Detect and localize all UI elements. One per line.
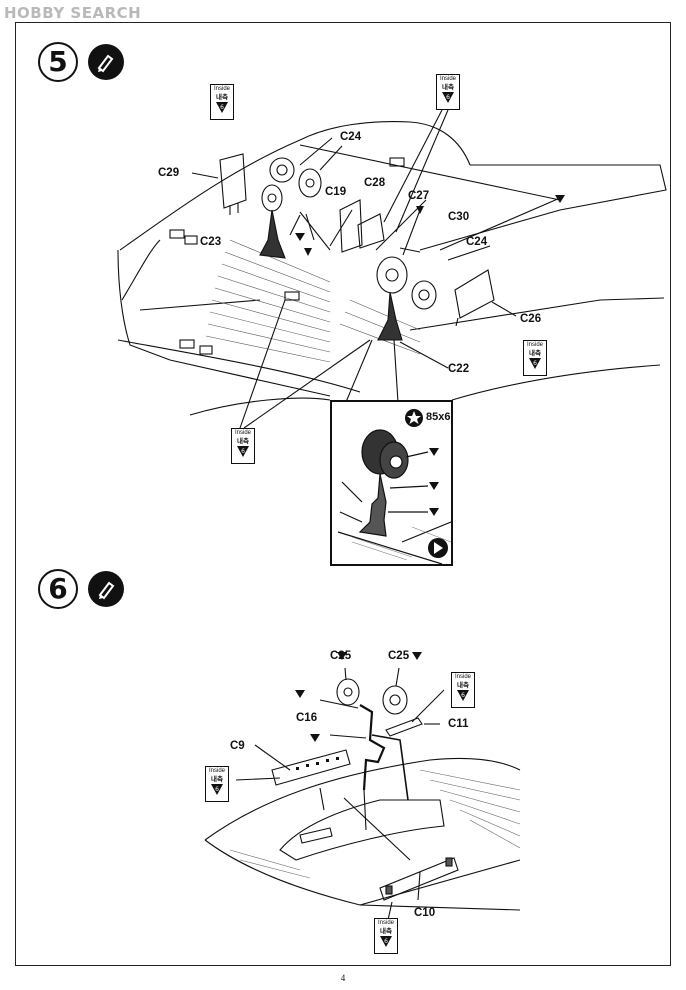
- arrow-next-icon: [428, 538, 448, 558]
- part-label: C22: [448, 363, 470, 375]
- page-frame: [15, 22, 671, 966]
- part-label: C9: [230, 740, 245, 752]
- star-paint-icon: [405, 409, 423, 427]
- part-label: C10: [414, 907, 436, 919]
- glue-icon: [88, 571, 124, 607]
- watermark: HOBBY SEARCH: [4, 4, 142, 22]
- part-label: C24: [466, 236, 488, 248]
- svg-text:6: 6: [461, 692, 465, 699]
- page-number: 4: [340, 973, 346, 983]
- part-label: C23: [200, 236, 222, 248]
- part-label: C27: [408, 190, 430, 202]
- part-label: C25: [330, 650, 352, 662]
- detail-inset: 85x6: [330, 400, 453, 566]
- glue-icon: [88, 44, 124, 80]
- svg-text:6: 6: [215, 786, 219, 793]
- step-5-number: 5: [38, 42, 78, 82]
- svg-text:6: 6: [384, 938, 388, 945]
- svg-text:6: 6: [241, 448, 245, 455]
- paint-marker-icon: [295, 195, 565, 742]
- part-label: C28: [364, 177, 386, 189]
- part-label: C11: [448, 718, 469, 730]
- part-label: C30: [448, 211, 470, 223]
- part-label: C16: [296, 712, 318, 724]
- detail-paint-code: 85x6: [426, 411, 451, 423]
- part-label: C25: [388, 650, 410, 662]
- part-label: C29: [158, 167, 180, 179]
- svg-text:6: 6: [220, 104, 224, 111]
- part-label: C19: [325, 186, 347, 198]
- svg-text:6: 6: [446, 94, 450, 101]
- step-6-number: 6: [38, 569, 78, 609]
- svg-text:6: 6: [533, 360, 537, 367]
- part-label: C26: [520, 313, 542, 325]
- part-label: C24: [340, 131, 362, 143]
